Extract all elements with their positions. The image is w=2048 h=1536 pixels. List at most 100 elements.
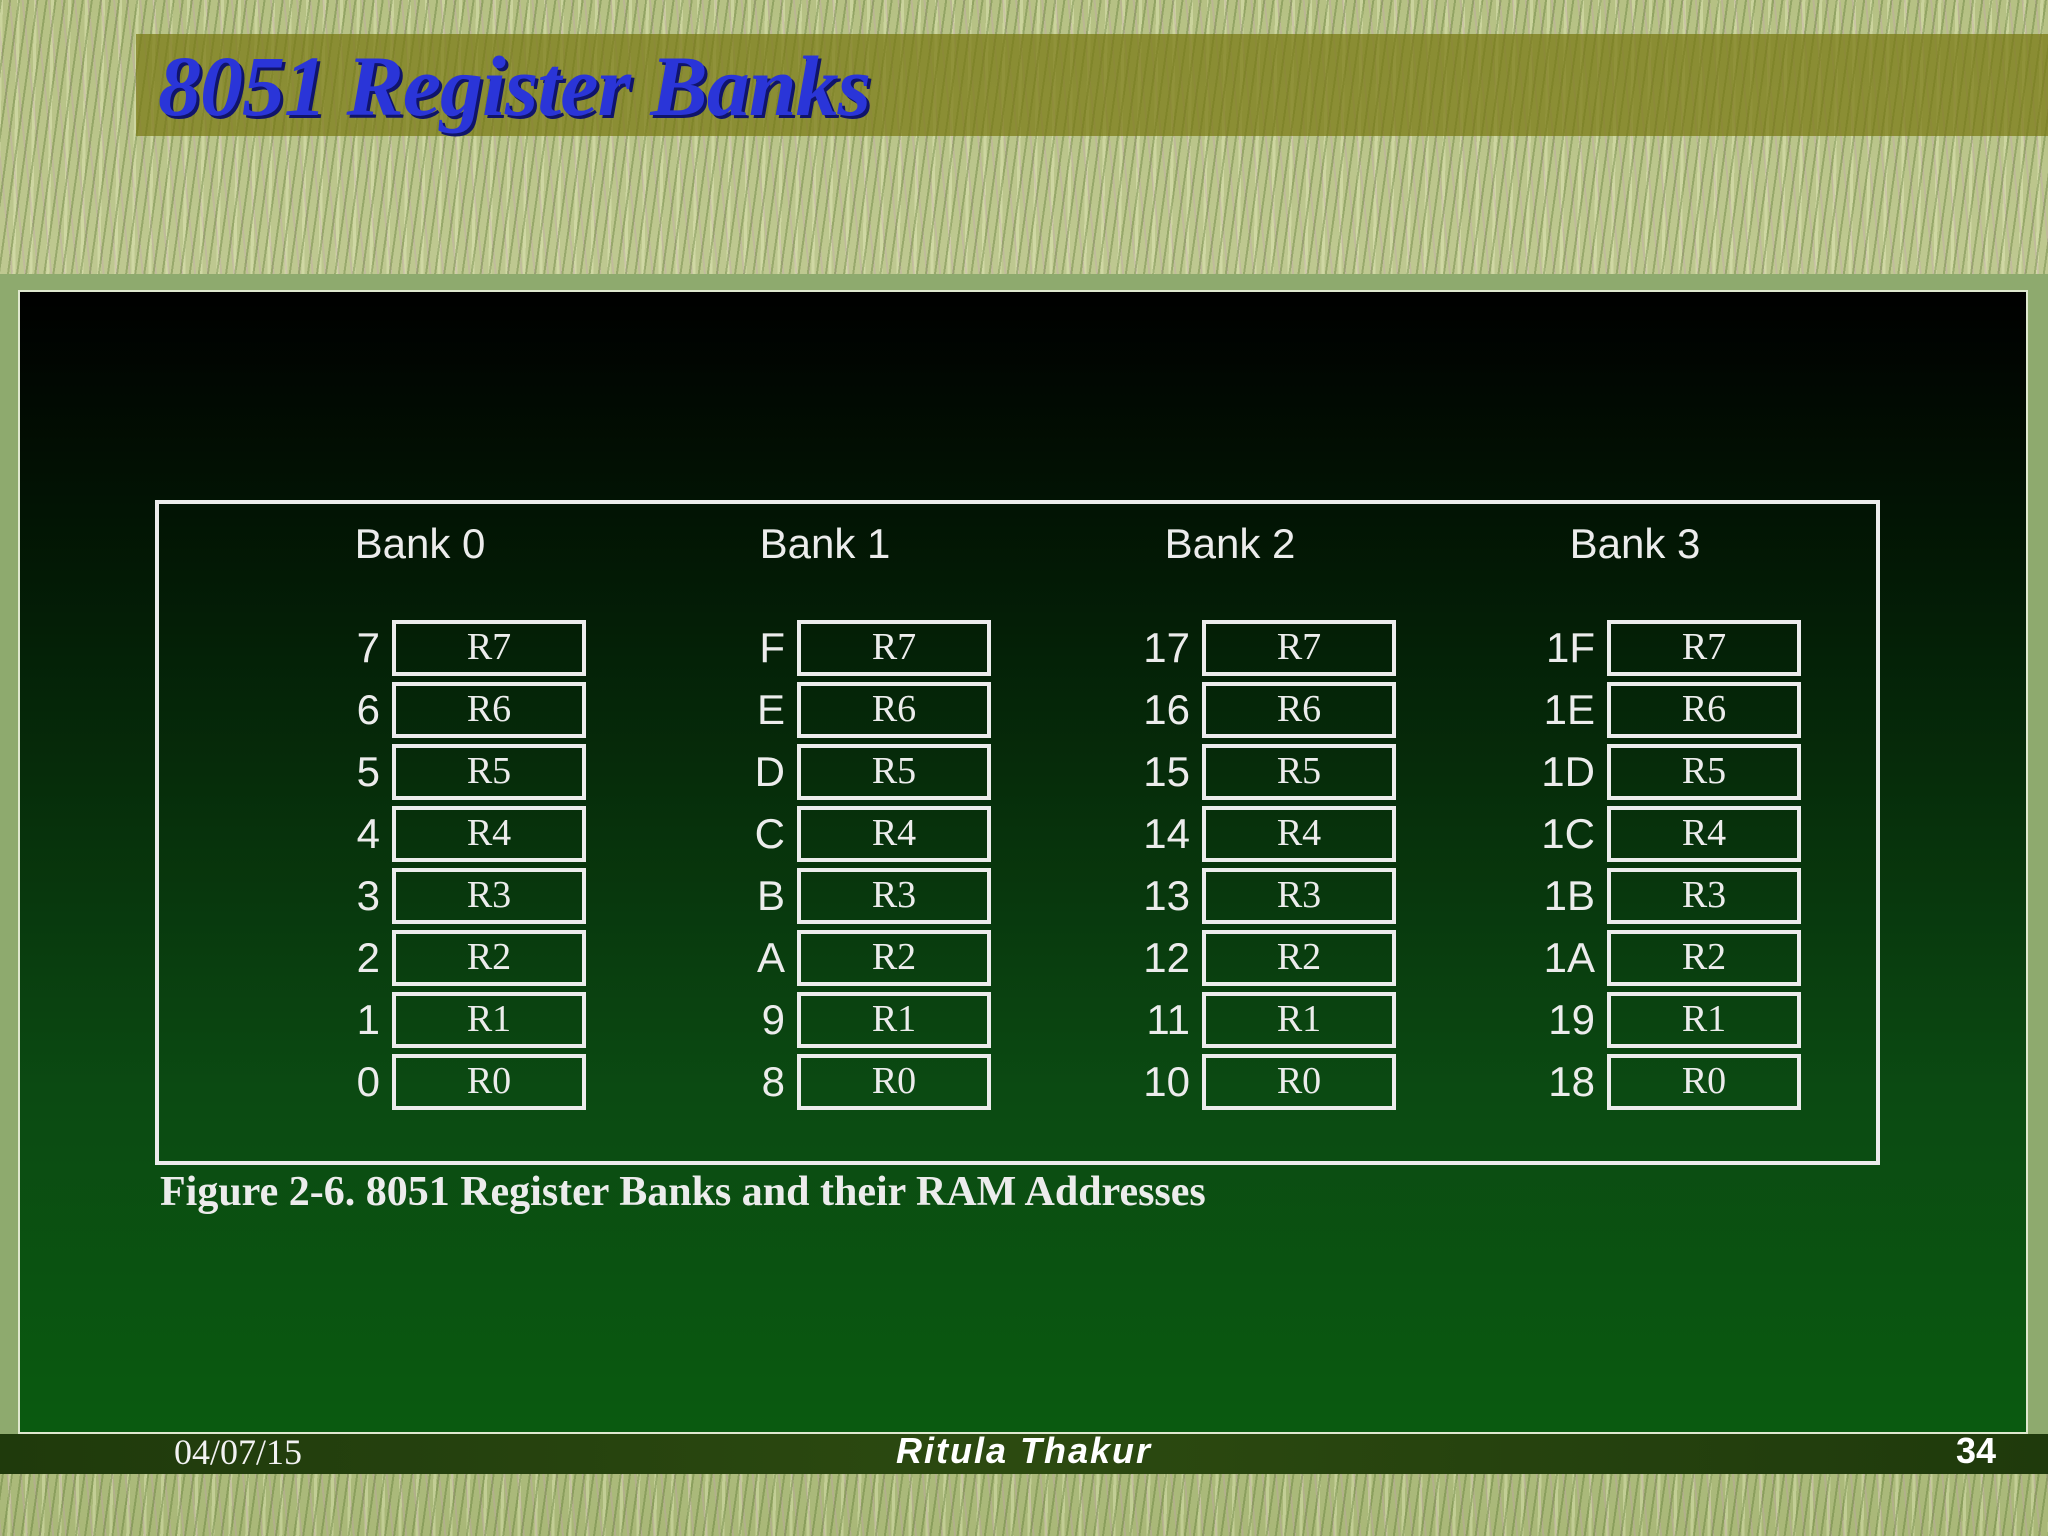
ram-address: 17 (1143, 624, 1190, 671)
ram-address: 15 (1143, 748, 1190, 795)
ram-address: 9 (761, 996, 785, 1043)
register-row: C R4 (675, 806, 991, 868)
register-cell: R5 (392, 744, 586, 800)
register-row: 0 R0 (270, 1054, 586, 1116)
register-row: 14 R4 (1080, 806, 1396, 868)
footer-page-number: 34 (1955, 1430, 1996, 1471)
register-row: B R3 (675, 868, 991, 930)
bank-title: Bank 1 (759, 520, 891, 567)
ram-address: 10 (1143, 1058, 1190, 1105)
ram-address: 1F (1545, 624, 1595, 671)
register-cell: R4 (392, 806, 586, 862)
figure-frame (155, 500, 1880, 1165)
ram-address: E (756, 686, 785, 733)
register-row: 16 R6 (1080, 682, 1396, 744)
register-cell: R1 (1607, 992, 1801, 1048)
register-cell: R3 (797, 868, 991, 924)
ram-address: 4 (356, 810, 380, 857)
ram-address: B (756, 872, 785, 919)
register-row: 2 R2 (270, 930, 586, 992)
title-band (136, 34, 2048, 136)
register-row: 4 R4 (270, 806, 586, 868)
register-row: A R2 (675, 930, 991, 992)
register-row: 5 R5 (270, 744, 586, 806)
register-cell: R4 (1202, 806, 1396, 862)
ram-address: 1B (1543, 872, 1595, 919)
ram-address: 18 (1548, 1058, 1595, 1105)
register-cell: R7 (1607, 620, 1801, 676)
register-cell: R5 (1607, 744, 1801, 800)
register-row: 1 R1 (270, 992, 586, 1054)
register-cell: R2 (797, 930, 991, 986)
register-row: D R5 (675, 744, 991, 806)
ram-address: 1C (1541, 810, 1595, 857)
slide-title: 8051 Register Banks (158, 38, 871, 134)
ram-address: 7 (356, 624, 380, 671)
ram-address: C (754, 810, 785, 857)
register-row: 1B R3 (1485, 868, 1801, 930)
ram-address: 1D (1541, 748, 1595, 795)
ram-address: 5 (356, 748, 380, 795)
register-cell: R3 (392, 868, 586, 924)
register-cell: R2 (392, 930, 586, 986)
ram-address: 2 (356, 934, 380, 981)
ram-address: 12 (1143, 934, 1190, 981)
register-row: 6 R6 (270, 682, 586, 744)
register-row: 1F R7 (1485, 620, 1801, 682)
register-row: 7 R7 (270, 620, 586, 682)
ram-address: 13 (1143, 872, 1190, 919)
register-row: 1C R4 (1485, 806, 1801, 868)
register-cell: R2 (1202, 930, 1396, 986)
footer-author: Ritula Thakur (895, 1430, 1153, 1471)
ram-address: 1A (1543, 934, 1595, 981)
register-cell: R4 (1607, 806, 1801, 862)
register-cell: R6 (392, 682, 586, 738)
register-cell: R1 (1202, 992, 1396, 1048)
register-cell: R6 (797, 682, 991, 738)
ram-address: 8 (761, 1058, 785, 1105)
register-cell: R0 (797, 1054, 991, 1110)
register-cell: R3 (1202, 868, 1396, 924)
register-cell: R7 (1202, 620, 1396, 676)
ram-address: 14 (1143, 810, 1190, 857)
ram-address: D (754, 748, 785, 795)
ram-address: 11 (1146, 996, 1190, 1043)
footer-bar (0, 1434, 2048, 1474)
register-row: E R6 (675, 682, 991, 744)
register-row: 9 R1 (675, 992, 991, 1054)
register-cell: R1 (392, 992, 586, 1048)
register-cell: R5 (797, 744, 991, 800)
register-row: 1A R2 (1485, 930, 1801, 992)
register-row: 1D R5 (1485, 744, 1801, 806)
bank-title: Bank 0 (354, 520, 486, 567)
register-cell: R1 (797, 992, 991, 1048)
ram-address: A (756, 934, 785, 981)
register-row: 8 R0 (675, 1054, 991, 1116)
register-cell: R6 (1202, 682, 1396, 738)
ram-address: F (759, 624, 785, 671)
register-cell: R0 (1202, 1054, 1396, 1110)
register-cell: R2 (1607, 930, 1801, 986)
slide-panel (18, 290, 2028, 1434)
register-row: 11 R1 (1080, 992, 1396, 1054)
register-cell: R7 (797, 620, 991, 676)
ram-address: 6 (356, 686, 380, 733)
register-cell: R0 (392, 1054, 586, 1110)
register-row: 13 R3 (1080, 868, 1396, 930)
register-cell: R3 (1607, 868, 1801, 924)
register-row: F R7 (675, 620, 991, 682)
ram-address: 1 (356, 996, 380, 1043)
register-row: 10 R0 (1080, 1054, 1396, 1116)
figure-caption: Figure 2-6. 8051 Register Banks and thei… (160, 1169, 1206, 1215)
ram-address: 16 (1143, 686, 1190, 733)
register-cell: R4 (797, 806, 991, 862)
register-cell: R7 (392, 620, 586, 676)
ram-address: 0 (356, 1058, 380, 1105)
ram-address: 1E (1543, 686, 1595, 733)
bank-title: Bank 2 (1164, 520, 1296, 567)
